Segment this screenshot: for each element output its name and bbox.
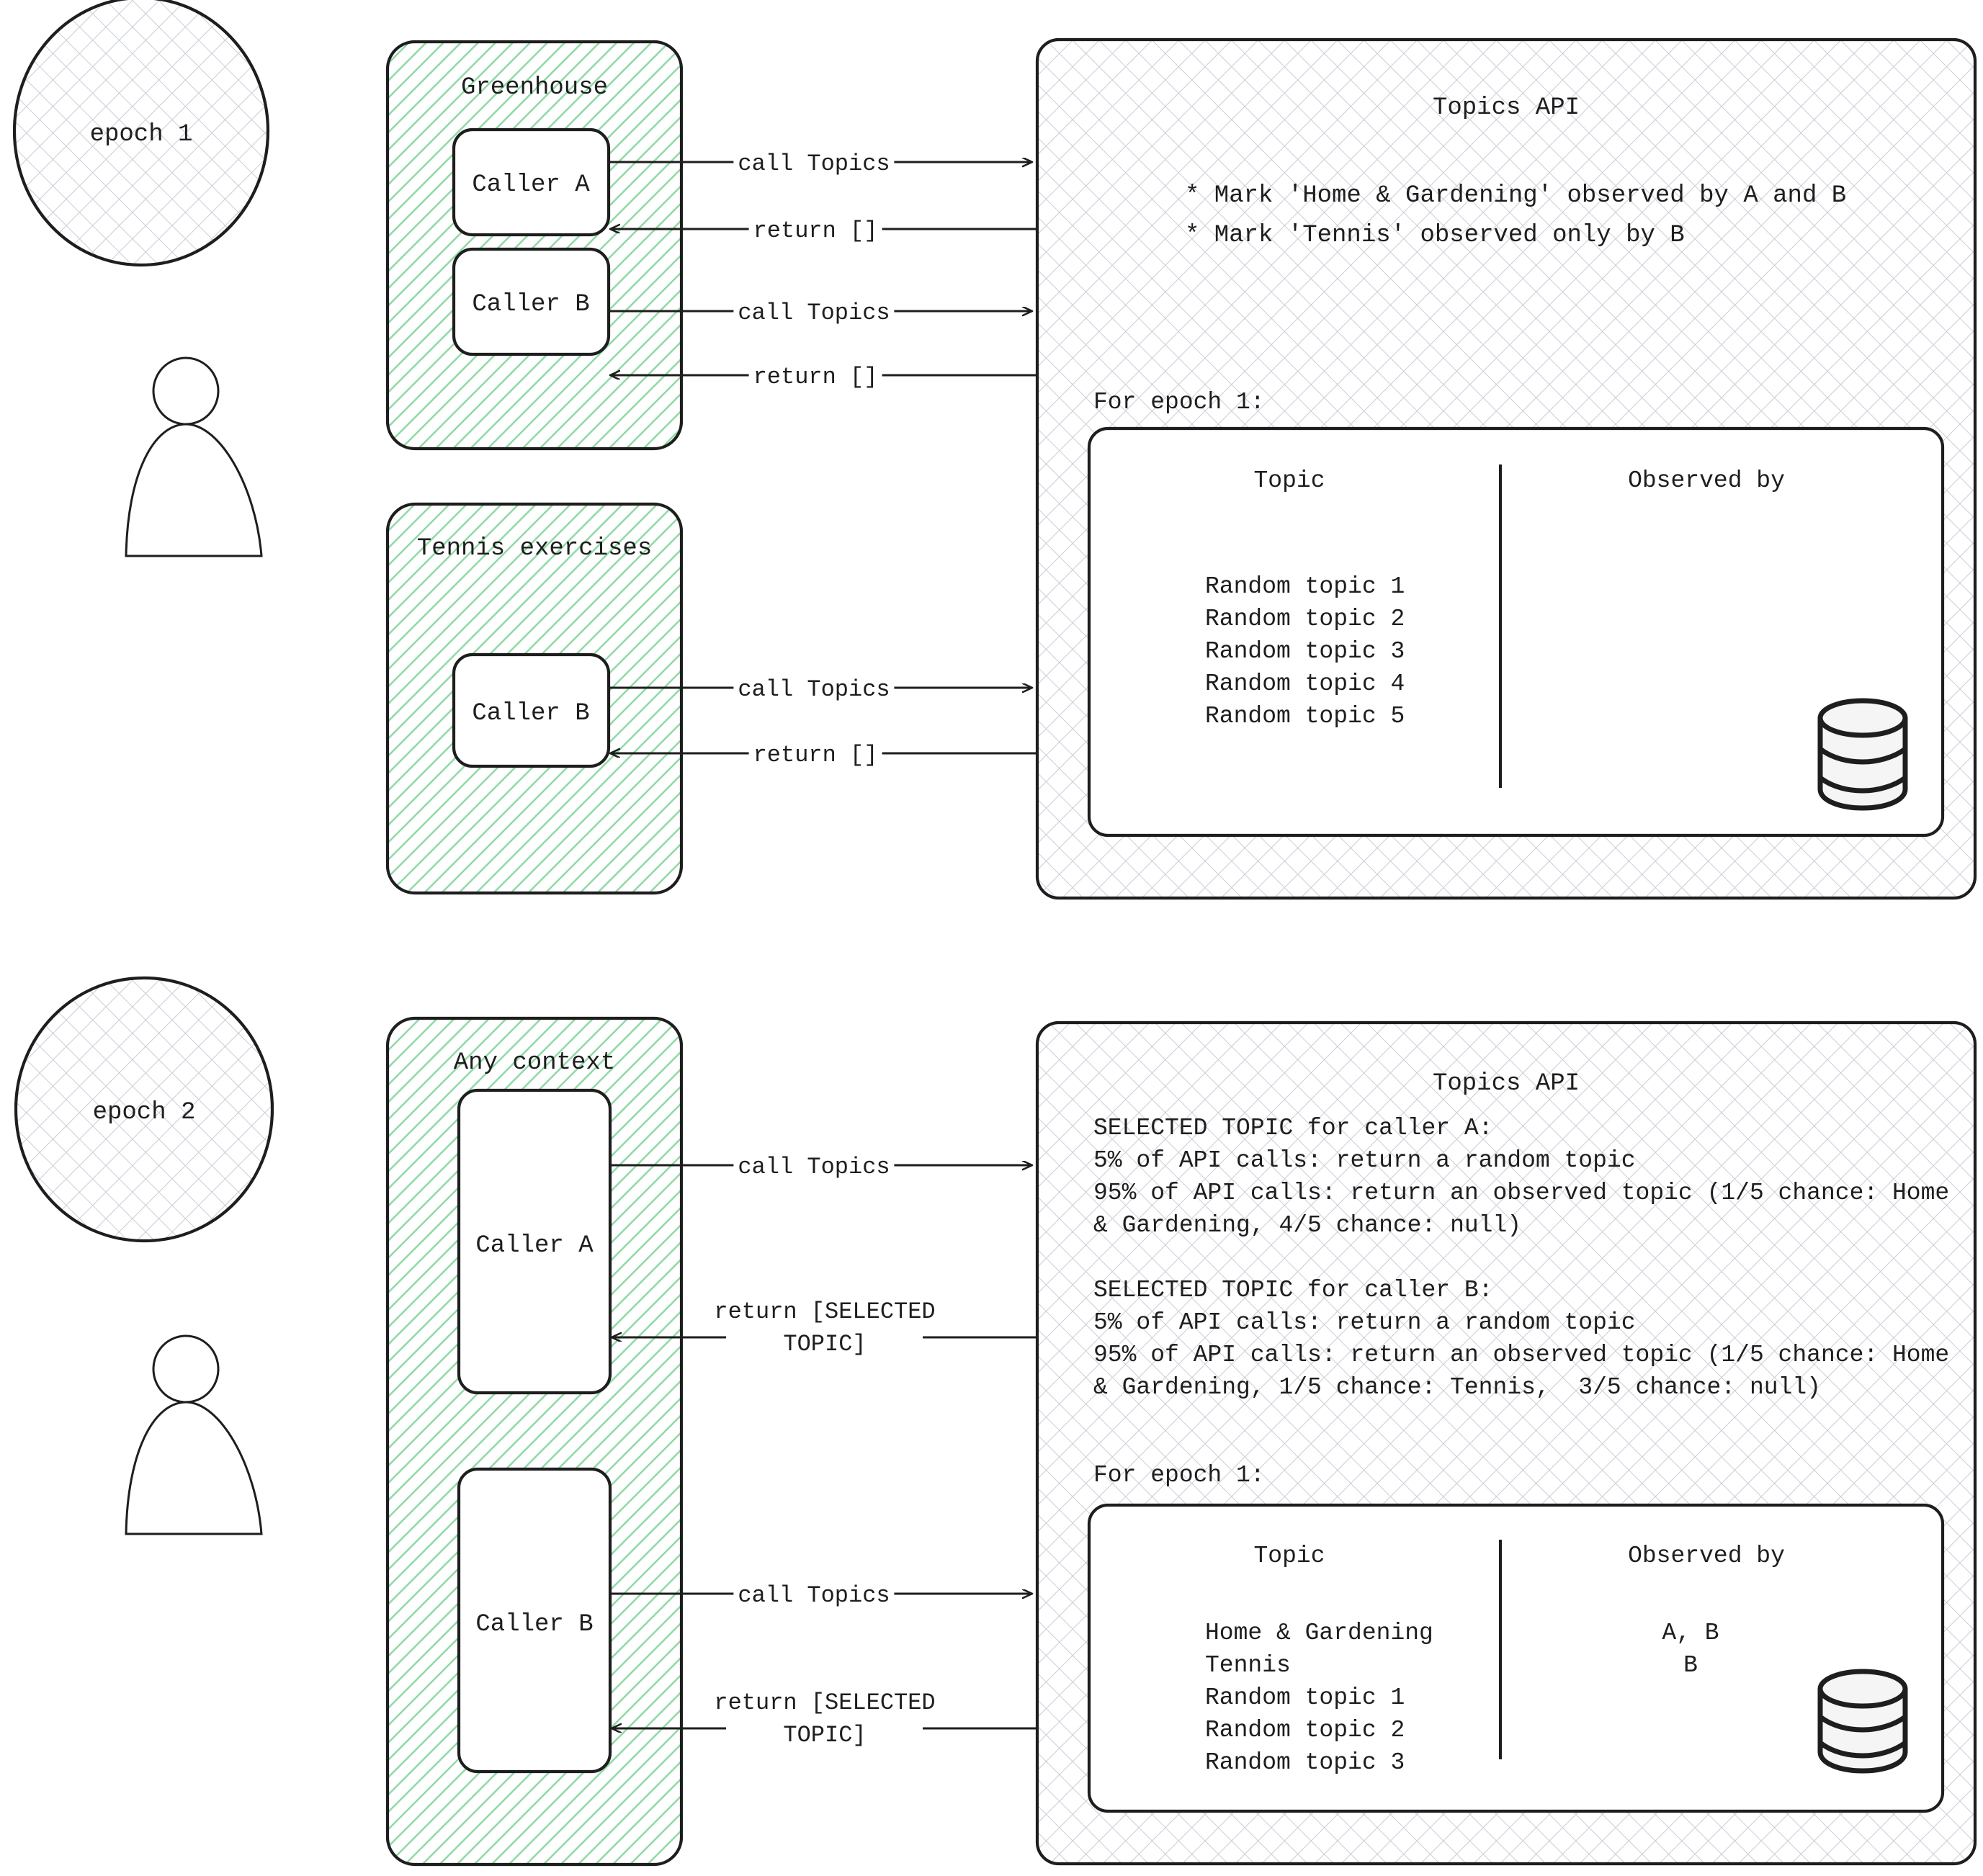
topics-api-paragraph: & Gardening, 1/5 chance: Tennis, 3/5 cha…: [1093, 1374, 1821, 1401]
table-header-topic-epoch-1: Topic: [1253, 467, 1325, 494]
database-cylinder-icon-epoch-1: [1817, 698, 1908, 811]
caller-box-a-any-context[interactable]: [457, 1088, 612, 1395]
arrow-label-return-empty-tennis: return []: [748, 740, 882, 771]
topics-api-paragraph: 5% of API calls: return a random topic: [1093, 1309, 1636, 1336]
arrow-label-call-topics-b2: call Topics: [733, 1580, 895, 1612]
table-row: Tennis: [1205, 1652, 1291, 1679]
table-header-observed-by-epoch-2: Observed by: [1628, 1543, 1785, 1569]
caller-label-b-any-context: Caller B: [475, 1611, 594, 1638]
topics-api-bullet-2: * Mark 'Tennis' observed only by B: [1185, 222, 1685, 249]
topics-table-card-epoch-1: [1087, 426, 1945, 838]
topics-api-paragraph: & Gardening, 4/5 chance: null): [1093, 1212, 1522, 1239]
topics-api-paragraph: 5% of API calls: return a random topic: [1093, 1147, 1636, 1174]
table-caption-epoch-1: For epoch 1:: [1093, 389, 1265, 416]
caller-label-a-greenhouse: Caller A: [472, 171, 590, 199]
epoch-2-badge-label: epoch 2: [92, 1099, 196, 1126]
arrow-label-return-selected-topic-a2-line2: TOPIC]: [779, 1329, 871, 1360]
table-row: Random topic 1: [1205, 1684, 1405, 1711]
arrow-label-call-topics-a2: call Topics: [733, 1152, 895, 1183]
arrow-group-epoch-2: [612, 1165, 1037, 1728]
caller-box-a-greenhouse[interactable]: [452, 127, 611, 237]
epoch-2-badge: [14, 976, 274, 1243]
table-row: Random topic 2: [1205, 1717, 1405, 1743]
arrow-label-return-selected-topic-b2-line1: return [SELECTED: [710, 1687, 940, 1719]
table-caption-epoch-2: For epoch 1:: [1093, 1462, 1265, 1489]
table-row: B: [1683, 1652, 1698, 1679]
caller-label-b-tennis: Caller B: [472, 700, 590, 727]
table-row: Random topic 2: [1205, 606, 1405, 632]
caller-label-b-greenhouse: Caller B: [472, 291, 590, 318]
caller-box-b-tennis[interactable]: [452, 652, 611, 768]
caller-box-b-greenhouse[interactable]: [452, 247, 611, 356]
epoch-1-badge-label: epoch 1: [89, 121, 193, 148]
table-row: Home & Gardening: [1205, 1620, 1433, 1646]
table-row: Random topic 3: [1205, 638, 1405, 665]
table-header-topic-epoch-2: Topic: [1253, 1543, 1325, 1569]
topics-api-title-epoch-1: Topics API: [1432, 94, 1580, 122]
arrow-label-call-topics-a: call Topics: [733, 148, 895, 180]
epoch-1-user-actor: [125, 356, 263, 557]
table-row: A, B: [1662, 1620, 1719, 1646]
epoch-1-badge: [12, 0, 270, 267]
topics-api-paragraph: 95% of API calls: return an observed top…: [1093, 1342, 1950, 1368]
arrow-label-call-topics-b: call Topics: [733, 297, 895, 329]
table-header-observed-by-epoch-1: Observed by: [1628, 467, 1785, 494]
table-row: Random topic 4: [1205, 670, 1405, 697]
caller-label-a-any-context: Caller A: [475, 1232, 594, 1260]
epoch-2-user-actor: [125, 1334, 263, 1535]
context-title-any-context: Any context: [453, 1049, 616, 1077]
caller-box-b-any-context[interactable]: [457, 1467, 612, 1774]
topics-api-bullet-1: * Mark 'Home & Gardening' observed by A …: [1185, 182, 1847, 210]
topics-table-card-epoch-2: [1087, 1503, 1945, 1813]
database-cylinder-icon-epoch-2: [1817, 1669, 1908, 1774]
table-row: Random topic 1: [1205, 573, 1405, 600]
topics-api-paragraph: 95% of API calls: return an observed top…: [1093, 1180, 1950, 1206]
topics-api-paragraph: SELECTED TOPIC for caller B:: [1093, 1277, 1493, 1303]
table-row: Random topic 3: [1205, 1749, 1405, 1776]
context-title-tennis-exercises: Tennis exercises: [416, 535, 653, 562]
context-title-greenhouse: Greenhouse: [460, 74, 609, 102]
topics-api-paragraph: SELECTED TOPIC for caller A:: [1093, 1115, 1493, 1141]
arrow-label-call-topics-tennis: call Topics: [733, 674, 895, 706]
arrow-group-epoch-1: [610, 162, 1037, 753]
arrow-label-return-selected-topic-a2-line1: return [SELECTED: [710, 1296, 940, 1328]
table-row: Random topic 5: [1205, 703, 1405, 730]
arrow-label-return-selected-topic-b2-line2: TOPIC]: [779, 1720, 871, 1751]
arrow-label-return-empty-b: return []: [748, 362, 882, 393]
topics-api-title-epoch-2: Topics API: [1432, 1070, 1580, 1098]
arrow-label-return-empty-a: return []: [748, 215, 882, 247]
